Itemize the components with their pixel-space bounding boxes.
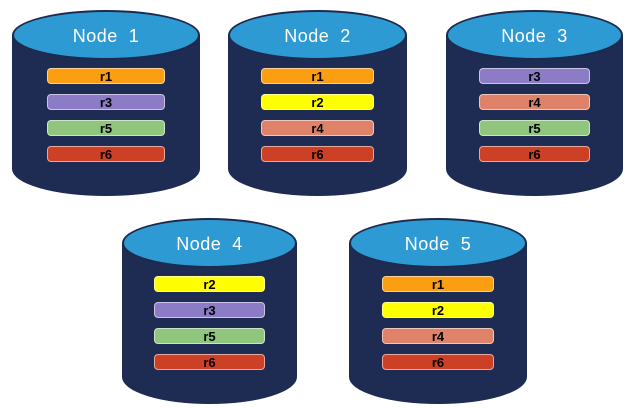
node-title: Node 4 [176, 233, 243, 254]
replica-label: r6 [203, 354, 216, 370]
replica-bar: r6 [478, 146, 591, 162]
replica-bar: r3 [478, 68, 591, 84]
replica-bar: r5 [478, 120, 591, 136]
replica-bar: r4 [381, 328, 495, 344]
replica-label: r1 [99, 68, 113, 84]
replica-list: r1 r3 r5 r6 [12, 68, 200, 162]
cylinder-top-ellipse: Node 3 [446, 10, 623, 60]
replica-bar: r5 [46, 120, 166, 136]
replica-label: r3 [99, 94, 113, 110]
replica-label: r6 [99, 146, 113, 162]
replica-bar: r2 [381, 302, 495, 318]
replica-label: r6 [311, 146, 324, 162]
replica-bar: r1 [381, 276, 495, 292]
replica-label: r5 [99, 120, 113, 136]
replica-bar: r2 [154, 276, 265, 292]
node-1: Node 1 r1 r3 r5 r6 [12, 10, 200, 196]
node-4: Node 4 r2 r3 r5 r6 [122, 218, 297, 404]
node-title: Node 3 [501, 25, 568, 46]
replica-bar: r4 [478, 94, 591, 110]
replica-bar: r3 [46, 94, 166, 110]
cylinder-body [122, 243, 297, 404]
replica-list: r3 r4 r5 r6 [446, 68, 623, 162]
replica-list: r1 r2 r4 r6 [228, 68, 407, 162]
replica-label: r2 [311, 94, 324, 110]
node-title: Node 1 [72, 25, 140, 46]
replica-label: r3 [203, 302, 216, 318]
cylinder-top-ellipse: Node 5 [349, 218, 527, 268]
replica-label: r4 [528, 94, 541, 110]
replica-label: r1 [431, 276, 445, 292]
node-3: Node 3 r3 r4 r5 r6 [446, 10, 623, 196]
cylinder-top-ellipse: Node 4 [122, 218, 297, 268]
replica-label: r1 [311, 68, 324, 84]
replica-bar: r5 [154, 328, 265, 344]
replica-bar: r1 [261, 68, 374, 84]
cylinder-body [228, 35, 407, 196]
node-2: Node 2 r1 r2 r4 r6 [228, 10, 407, 196]
cylinder-body [446, 35, 623, 196]
replica-label: r5 [203, 328, 216, 344]
replica-label: r3 [528, 68, 541, 84]
replica-label: r2 [431, 302, 445, 318]
node-5: Node 5 r1 r2 r4 r6 [349, 218, 527, 404]
replica-bar: r4 [261, 120, 374, 136]
replica-label: r2 [203, 276, 216, 292]
replica-bar: r2 [261, 94, 374, 110]
replica-list: r1 r2 r4 r6 [349, 276, 527, 370]
replica-bar: r6 [381, 354, 495, 370]
replica-bar: r6 [154, 354, 265, 370]
replica-label: r6 [431, 354, 445, 370]
replica-bar: r1 [46, 68, 166, 84]
replica-label: r6 [528, 146, 541, 162]
cylinder-body [12, 35, 200, 196]
node-title: Node 5 [404, 233, 472, 254]
replica-bar: r3 [154, 302, 265, 318]
node-title: Node 2 [284, 25, 351, 46]
cylinder-body [349, 243, 527, 404]
replica-label: r4 [431, 328, 445, 344]
replica-label: r4 [311, 120, 324, 136]
cylinder-top-ellipse: Node 1 [12, 10, 200, 60]
replica-bar: r6 [46, 146, 166, 162]
cylinder-top-ellipse: Node 2 [228, 10, 407, 60]
replica-list: r2 r3 r5 r6 [122, 276, 297, 370]
replica-label: r5 [528, 120, 541, 136]
replica-bar: r6 [261, 146, 374, 162]
